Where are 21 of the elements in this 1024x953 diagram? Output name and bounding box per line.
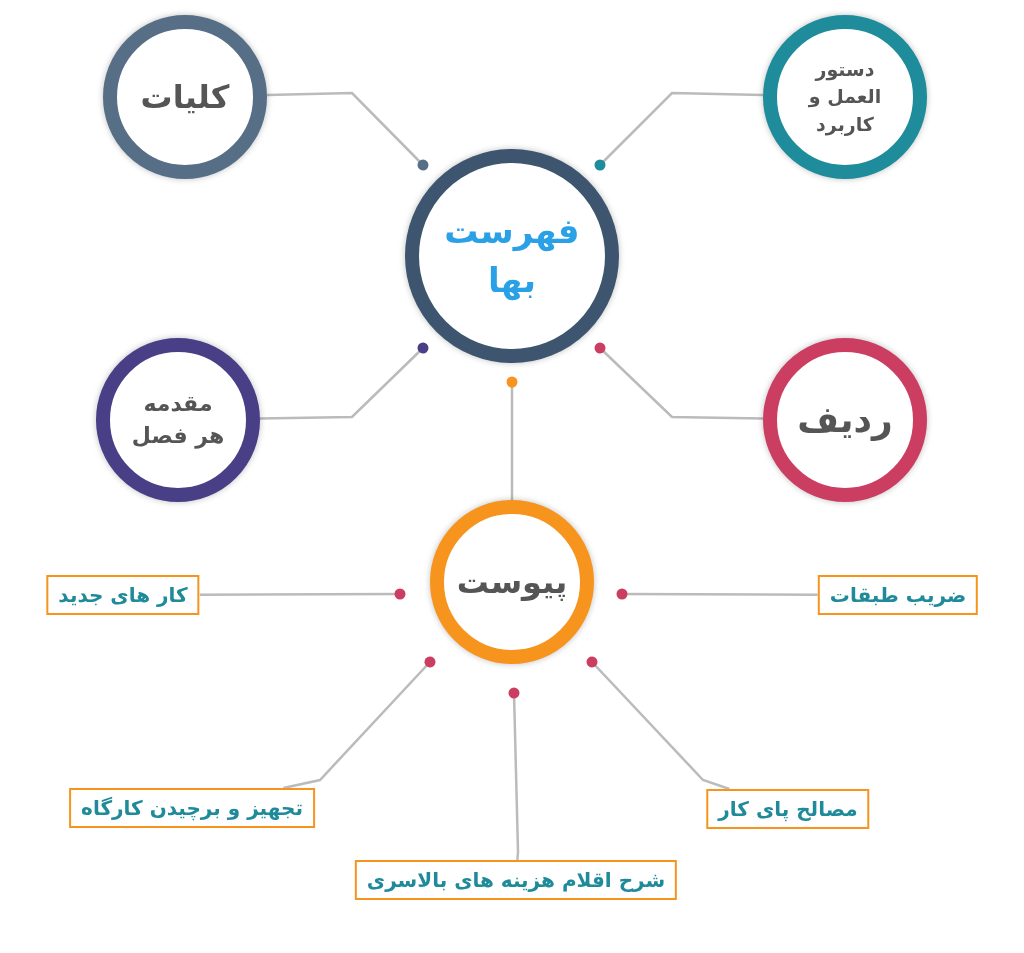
node-label: پیوست [456, 561, 568, 603]
connector [506, 376, 518, 500]
label-box: کار های جدید [46, 575, 200, 615]
label-box: شرح اقلام هزینه های بالاسری [354, 860, 678, 900]
node-label: ردیف [797, 397, 893, 443]
label-box: ضریب طبقات [817, 575, 979, 615]
node-label: کلیات [140, 76, 230, 118]
node-label: دستور العمل و کاربرد [807, 56, 883, 138]
label-box: تجهیز و برچیدن کارگاه [69, 788, 315, 828]
connector [616, 588, 818, 600]
connector [508, 687, 520, 861]
connector [283, 656, 436, 790]
label-box: مصالح پای کار [706, 789, 870, 829]
connector [594, 91, 764, 171]
connector [199, 588, 406, 600]
connector [594, 342, 764, 420]
connector [586, 656, 730, 791]
connector [259, 342, 429, 420]
connector [266, 91, 429, 171]
node-label: فهرست بها [443, 209, 581, 303]
node-label: مقدمه هر فصل [130, 390, 226, 451]
